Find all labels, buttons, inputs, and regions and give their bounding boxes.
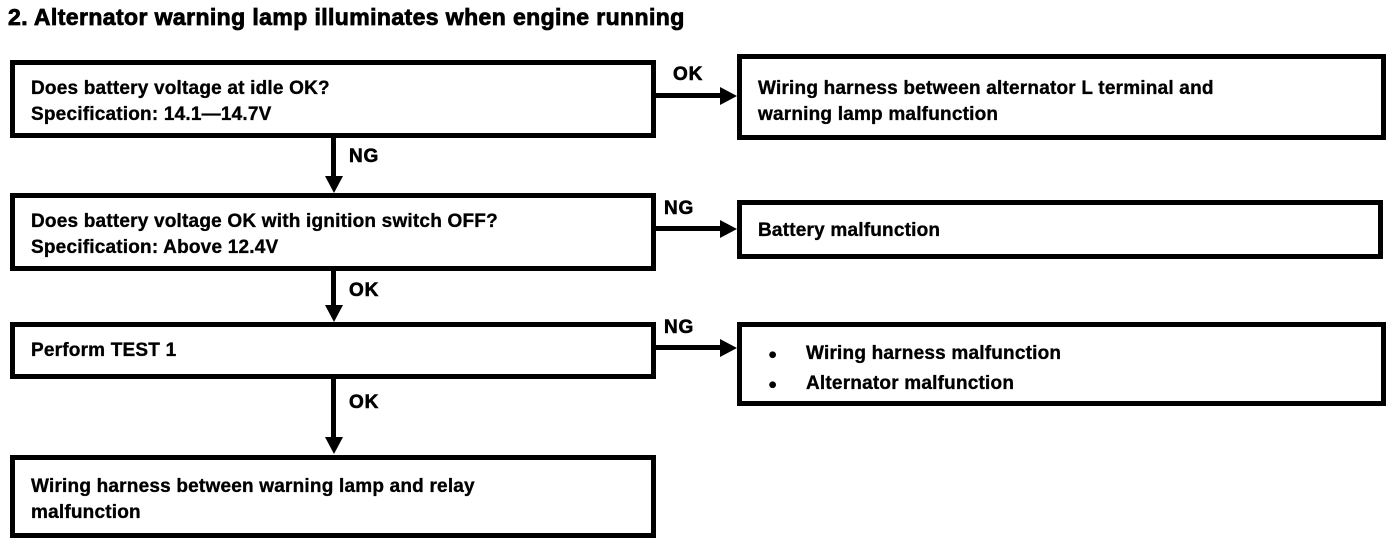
bullet-icon: ● — [768, 346, 778, 363]
step1-ng-connector-line — [331, 138, 336, 178]
step3-ok-arrowhead-icon — [324, 437, 343, 454]
step2-spec-text: Specification: Above 12.4V — [31, 237, 279, 258]
step1-ok-arrowhead-icon — [720, 86, 737, 105]
step1-ng-label: NG — [349, 146, 380, 168]
step2-ok-arrowhead-icon — [324, 305, 343, 322]
page-title: 2. Alternator warning lamp illuminates w… — [8, 4, 685, 31]
step1-spec-text: Specification: 14.1—14.7V — [31, 104, 272, 125]
result3-bullet-1-text: Wiring harness malfunction — [806, 343, 1062, 364]
step3-question-text: Perform TEST 1 — [31, 340, 177, 361]
result3-bullet-2: ● Alternator malfunction — [762, 369, 1365, 399]
step2-ng-label: NG — [664, 198, 695, 220]
step3-ok-label: OK — [349, 392, 380, 414]
result3-bullet-1: ● Wiring harness malfunction — [762, 339, 1365, 369]
bullet-icon: ● — [768, 376, 778, 393]
result3-box: ● Wiring harness malfunction ● Alternato… — [737, 322, 1386, 406]
result3-bullet-2-text: Alternator malfunction — [806, 373, 1015, 394]
result1-text-line2: warning lamp malfunction — [758, 104, 999, 125]
step1-ok-connector-line — [656, 93, 722, 98]
step3-ng-arrowhead-icon — [720, 338, 737, 357]
step1-question-text: Does battery voltage at idle OK? — [31, 78, 330, 99]
step2-ok-connector-line — [331, 271, 336, 306]
result2-box: Battery malfunction — [737, 200, 1383, 259]
step4-result-box: Wiring harness between warning lamp and … — [10, 455, 656, 538]
step3-ok-connector-line — [331, 379, 336, 438]
step3-ng-label: NG — [664, 317, 695, 339]
step3-ng-connector-line — [656, 345, 722, 350]
step1-ng-arrowhead-icon — [324, 176, 343, 193]
step4-text-line2: malfunction — [31, 502, 141, 523]
step2-question-box: Does battery voltage OK with ignition sw… — [10, 193, 656, 271]
step4-text-line1: Wiring harness between warning lamp and … — [31, 476, 475, 497]
result1-box: Wiring harness between alternator L term… — [737, 54, 1386, 140]
step3-question-box: Perform TEST 1 — [10, 322, 656, 379]
step1-ok-label: OK — [673, 64, 704, 86]
result1-text-line1: Wiring harness between alternator L term… — [758, 78, 1214, 99]
step2-ng-arrowhead-icon — [720, 219, 737, 238]
step2-ok-label: OK — [349, 280, 380, 302]
result2-text: Battery malfunction — [758, 220, 941, 241]
step1-question-box: Does battery voltage at idle OK? Specifi… — [10, 60, 656, 138]
step2-question-text: Does battery voltage OK with ignition sw… — [31, 211, 498, 232]
step2-ng-connector-line — [656, 226, 722, 231]
